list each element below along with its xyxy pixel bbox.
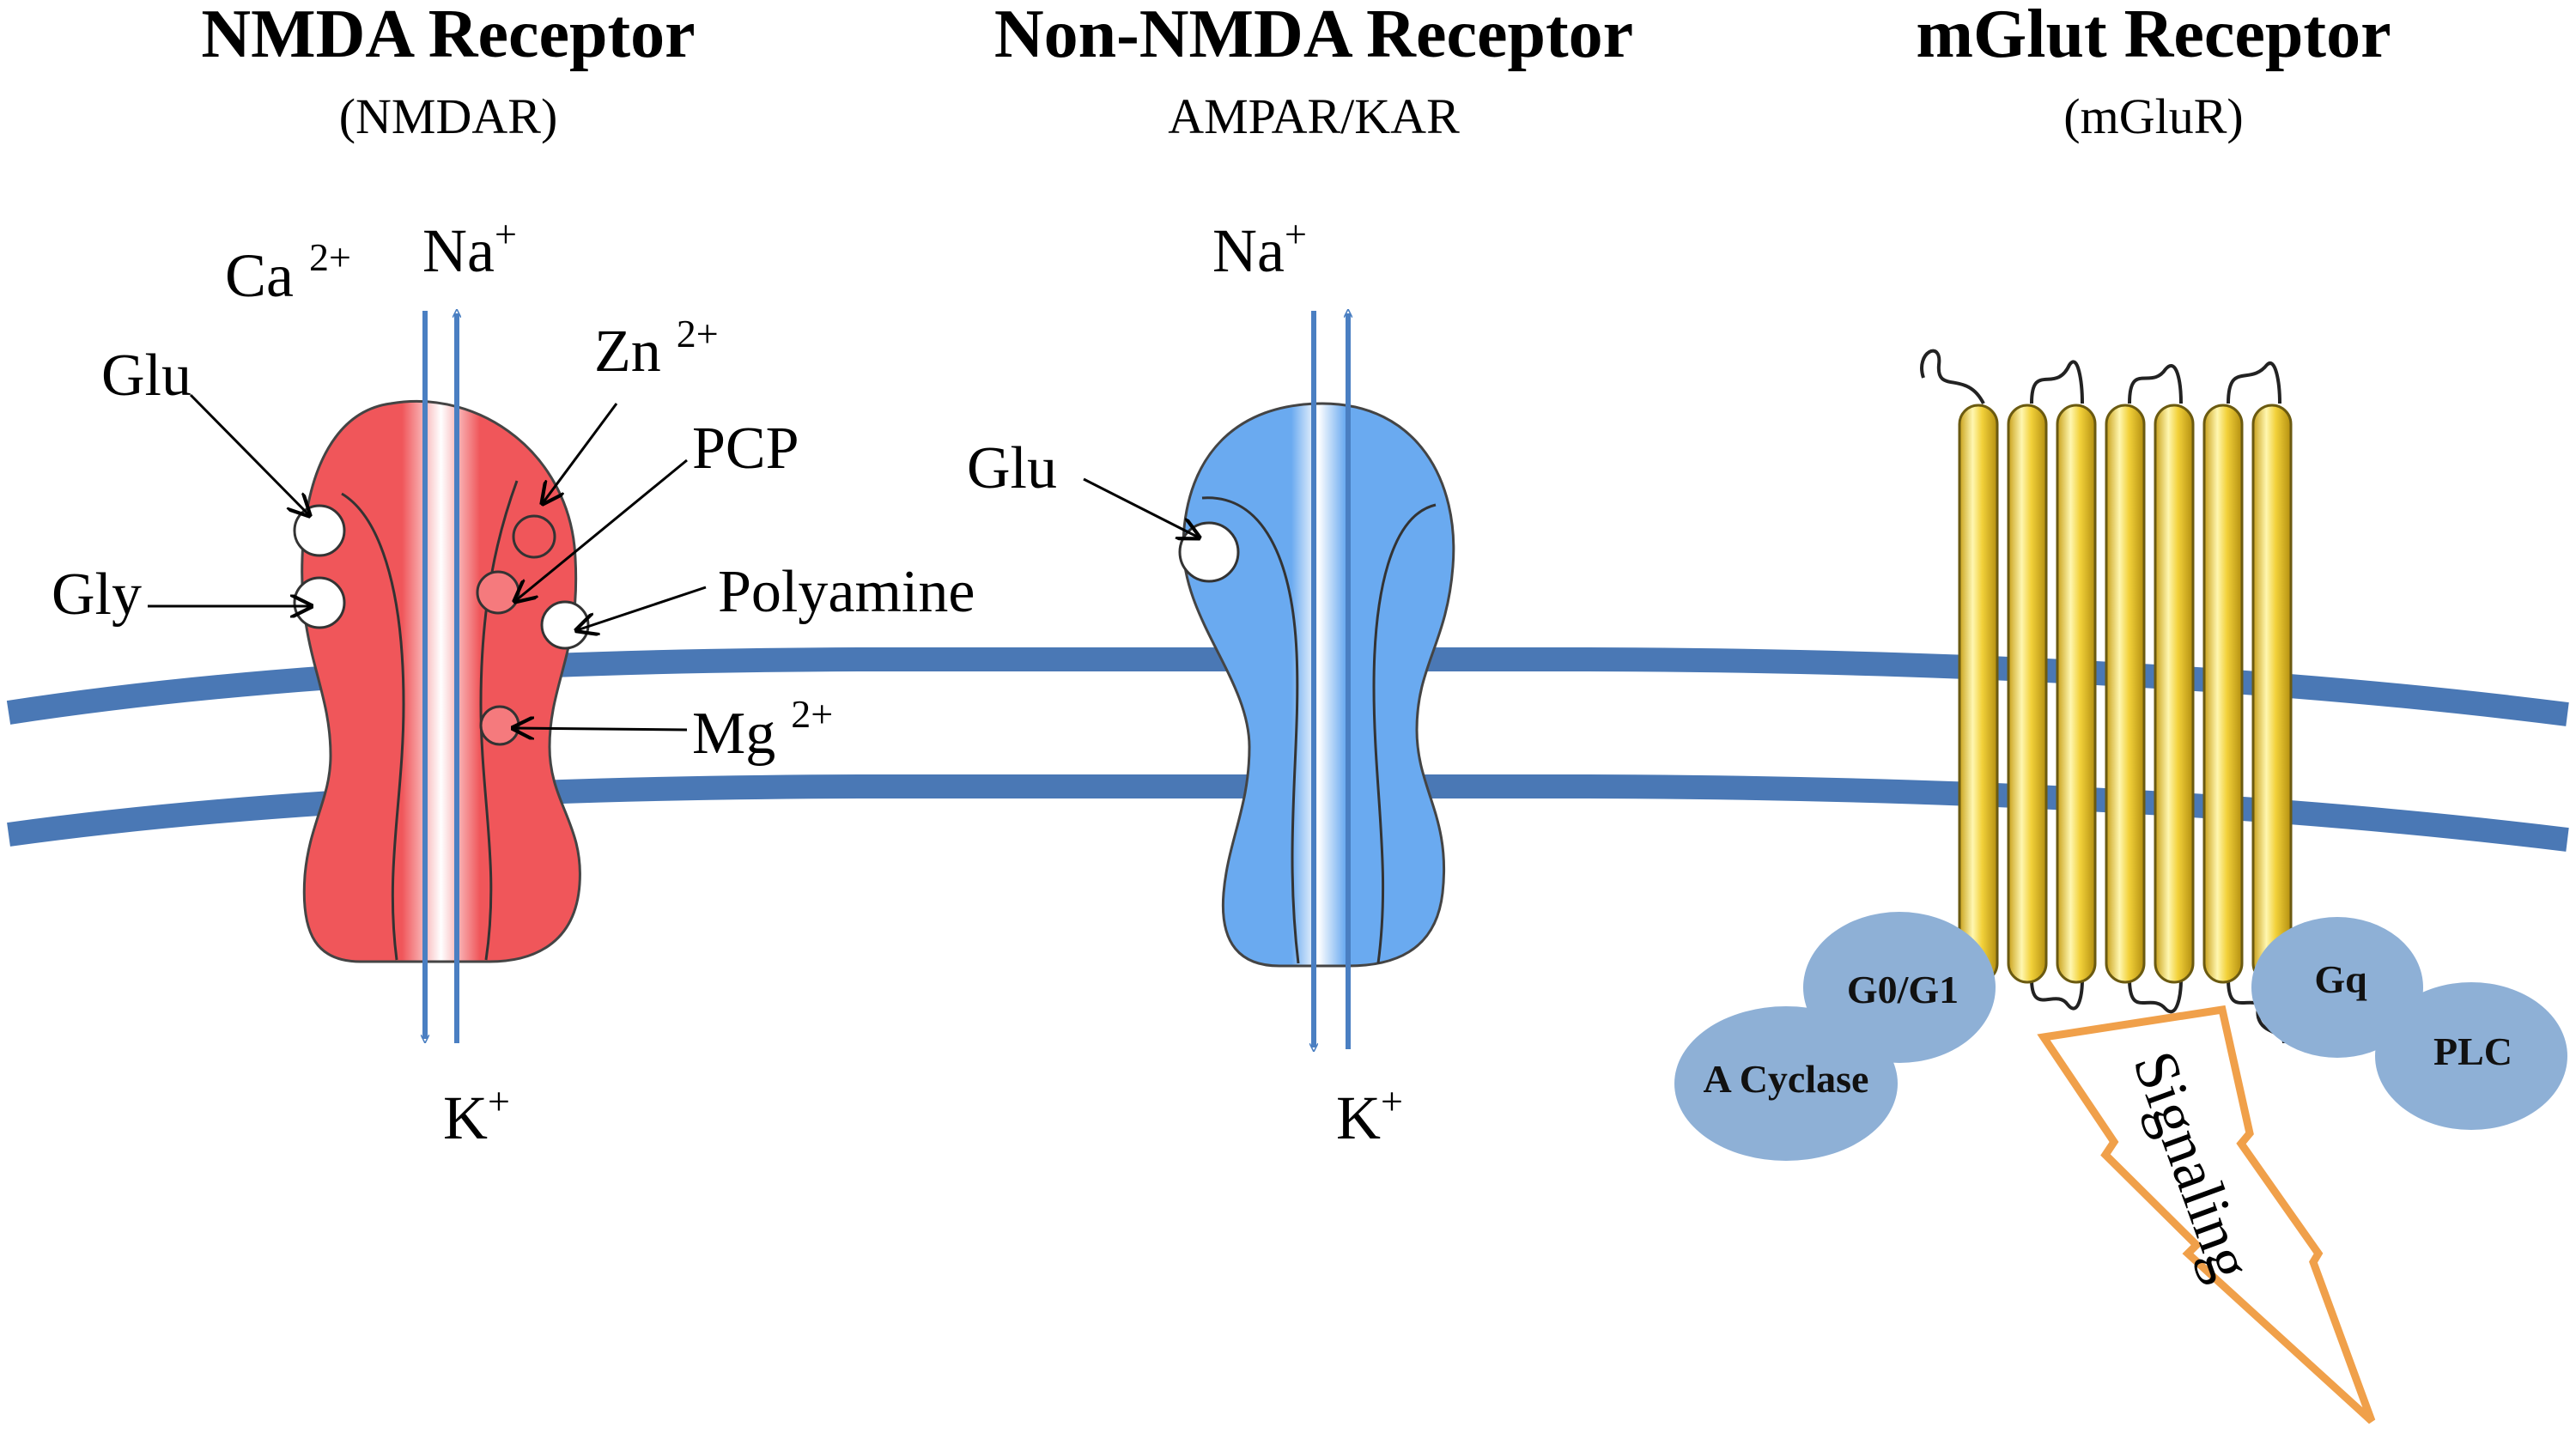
k-label-ampa: K+ xyxy=(1336,1079,1403,1152)
pcp-binding-site xyxy=(476,570,520,615)
intracellular-loop-1 xyxy=(2030,978,2084,1011)
na-label-nmda: Na+ xyxy=(422,212,517,285)
nmda-inner-contour-right xyxy=(479,480,519,961)
plc-protein xyxy=(2375,982,2567,1130)
k-symbol-nmda: K xyxy=(443,1084,488,1152)
intracellular-loop-2 xyxy=(2128,978,2183,1014)
extracellular-loop-1 xyxy=(2030,360,2084,404)
ampa-channel-body xyxy=(1182,402,1455,968)
polyamine-pointer xyxy=(577,586,707,630)
na-symbol-ampa: Na xyxy=(1212,216,1285,285)
mg-charge: 2+ xyxy=(791,692,833,736)
transmembrane-helix-2 xyxy=(2007,404,2048,984)
non-nmda-subtitle: AMPAR/KAR xyxy=(1168,88,1460,144)
glu-binding-site-nmda xyxy=(293,504,346,557)
nmda-subtitle: (NMDAR) xyxy=(339,88,558,144)
k-label-nmda: K+ xyxy=(443,1079,510,1152)
k-symbol-ampa: K xyxy=(1336,1084,1381,1152)
a-cyclase-protein xyxy=(1674,1006,1898,1161)
nmda-receptor xyxy=(148,311,707,1043)
na-charge-ampa: + xyxy=(1285,212,1307,256)
mg-binding-site xyxy=(479,705,520,746)
mg-symbol: Mg xyxy=(692,701,775,767)
transmembrane-helix-5 xyxy=(2154,404,2195,984)
extracellular-loop-2 xyxy=(2128,364,2183,404)
lightning-bolt-icon xyxy=(2037,1005,2376,1424)
gq-label: Gq xyxy=(2314,957,2367,1001)
zn-symbol: Zn xyxy=(594,319,661,385)
zn-binding-site xyxy=(512,514,556,559)
na-symbol-nmda: Na xyxy=(422,216,495,285)
glu-pointer-ampa xyxy=(1083,477,1199,537)
mg-pointer xyxy=(513,728,688,730)
transmembrane-helix-6 xyxy=(2202,404,2244,984)
glu-pointer-nmda xyxy=(189,393,309,515)
pcp-label: PCP xyxy=(692,416,799,482)
ca-symbol: Ca xyxy=(225,241,294,310)
mglut-subtitle: (mGluR) xyxy=(2063,88,2243,144)
mg-label: Mg 2+ xyxy=(692,692,833,767)
ampa-inner-contour-right xyxy=(1372,503,1437,964)
nmda-channel-body xyxy=(301,399,581,963)
a-cyclase-label: A Cyclase xyxy=(1704,1057,1869,1101)
ampa-inner-contour-left xyxy=(1201,496,1300,964)
mglu-receptor xyxy=(1920,349,2293,1044)
k-charge-ampa: + xyxy=(1381,1079,1403,1123)
mglut-title: mGlut Receptor xyxy=(1916,0,2391,72)
na-label-ampa: Na+ xyxy=(1212,212,1307,285)
plc-label: PLC xyxy=(2433,1029,2512,1073)
transmembrane-helix-3 xyxy=(2056,404,2097,984)
zn-charge: 2+ xyxy=(677,312,719,355)
nmda-inner-contour-left xyxy=(341,492,405,961)
na-charge-nmda: + xyxy=(495,212,517,256)
glu-label-ampa: Glu xyxy=(967,435,1057,501)
ca-label: Ca 2+ xyxy=(225,235,351,310)
transmembrane-helix-7 xyxy=(2251,404,2293,984)
nmda-title: NMDA Receptor xyxy=(201,0,695,72)
transmembrane-helix-4 xyxy=(2105,404,2146,984)
k-charge-nmda: + xyxy=(488,1079,510,1123)
non-nmda-receptor xyxy=(1083,311,1455,1049)
non-nmda-title: Non-NMDA Receptor xyxy=(994,0,1633,72)
pcp-pointer xyxy=(515,458,688,601)
polyamine-binding-site xyxy=(540,600,590,650)
glu-label-nmda: Glu xyxy=(101,343,191,409)
gq-protein xyxy=(2251,917,2423,1058)
transmembrane-helices xyxy=(1958,404,2293,984)
zn-label: Zn 2+ xyxy=(594,312,719,385)
g0g1-label: G0/G1 xyxy=(1847,968,1959,1011)
polyamine-label: Polyamine xyxy=(718,559,975,625)
transmembrane-helix-1 xyxy=(1958,404,1999,984)
gly-label: Gly xyxy=(52,562,142,628)
ca-charge: 2+ xyxy=(309,235,351,279)
extracellular-loop-3 xyxy=(2227,361,2281,404)
zn-pointer xyxy=(543,403,618,503)
n-terminal-loop xyxy=(1920,349,1985,404)
gly-binding-site xyxy=(293,576,346,629)
